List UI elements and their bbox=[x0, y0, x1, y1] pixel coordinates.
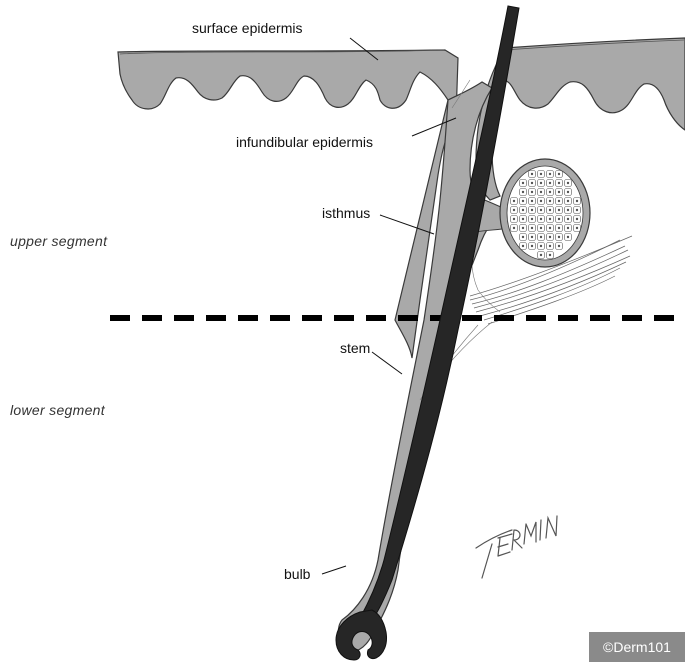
sebocyte-nucleus bbox=[567, 236, 569, 238]
artist-signature bbox=[476, 516, 557, 578]
sebocyte-nucleus bbox=[549, 209, 551, 211]
sebocyte-nucleus bbox=[531, 173, 533, 175]
sebocyte-nucleus bbox=[567, 182, 569, 184]
sebocyte-nucleus bbox=[540, 182, 542, 184]
sebocyte-nucleus bbox=[549, 191, 551, 193]
sebocyte-nucleus bbox=[540, 173, 542, 175]
sebocyte-nucleus bbox=[522, 227, 524, 229]
sebocyte-nucleus bbox=[522, 236, 524, 238]
sebocyte-nucleus bbox=[522, 209, 524, 211]
sebocyte-nucleus bbox=[567, 218, 569, 220]
sebocyte-nucleus bbox=[549, 218, 551, 220]
sebocyte-nucleus bbox=[513, 200, 515, 202]
label-lower-segment: lower segment bbox=[10, 402, 105, 418]
sebocyte-nucleus bbox=[540, 209, 542, 211]
label-stem: stem bbox=[340, 340, 370, 356]
label-bulb: bulb bbox=[284, 566, 310, 582]
sebocyte-nucleus bbox=[531, 200, 533, 202]
sebocyte-nucleus bbox=[513, 209, 515, 211]
copyright-badge: ©Derm101 bbox=[589, 632, 685, 662]
leader-bulb bbox=[322, 566, 346, 574]
sebocyte-nucleus bbox=[558, 200, 560, 202]
sebaceous-gland-inner bbox=[507, 166, 583, 260]
sebocyte-nucleus bbox=[522, 200, 524, 202]
sebocyte-nucleus bbox=[576, 200, 578, 202]
sebocyte-nucleus bbox=[558, 245, 560, 247]
leader-stem bbox=[372, 352, 402, 374]
sebocyte-nucleus bbox=[531, 218, 533, 220]
sebocyte-nucleus bbox=[513, 218, 515, 220]
sebocyte-nucleus bbox=[567, 227, 569, 229]
sebocyte-nucleus bbox=[558, 236, 560, 238]
sebocyte-nucleus bbox=[531, 191, 533, 193]
sebocyte-nucleus bbox=[558, 182, 560, 184]
sebocyte-nucleus bbox=[540, 200, 542, 202]
sebocyte-nucleus bbox=[549, 245, 551, 247]
sebocyte-nucleus bbox=[522, 245, 524, 247]
sebocyte-nucleus bbox=[522, 182, 524, 184]
sebocyte-nucleus bbox=[558, 173, 560, 175]
follicle-sheath bbox=[338, 82, 492, 652]
sebocyte-nucleus bbox=[540, 227, 542, 229]
sebocyte-nucleus bbox=[576, 218, 578, 220]
sebocyte-nucleus bbox=[576, 227, 578, 229]
sebocyte-nucleus bbox=[576, 209, 578, 211]
sebocyte-nucleus bbox=[549, 200, 551, 202]
sebocyte-nucleus bbox=[549, 173, 551, 175]
sebocyte-nucleus bbox=[558, 227, 560, 229]
sebocyte-nucleus bbox=[549, 227, 551, 229]
sebocyte-nucleus bbox=[531, 182, 533, 184]
sebocyte-nucleus bbox=[531, 227, 533, 229]
sebocyte-nucleus bbox=[558, 191, 560, 193]
surface-epidermis-left bbox=[118, 50, 458, 358]
sebocyte-nucleus bbox=[522, 191, 524, 193]
sebocyte-nucleus bbox=[567, 191, 569, 193]
sebocyte-nucleus bbox=[558, 218, 560, 220]
sebocyte-nucleus bbox=[531, 245, 533, 247]
sebocyte-nucleus bbox=[531, 209, 533, 211]
sebocyte-nucleus bbox=[540, 236, 542, 238]
sebocyte-nucleus bbox=[531, 236, 533, 238]
label-infundibular-epidermis: infundibular epidermis bbox=[236, 134, 373, 150]
sebocyte-nucleus bbox=[549, 254, 551, 256]
sebocyte-nucleus bbox=[558, 209, 560, 211]
sebocyte-nucleus bbox=[540, 218, 542, 220]
label-surface-epidermis: surface epidermis bbox=[192, 20, 303, 36]
sebocyte-nucleus bbox=[522, 218, 524, 220]
sebocyte-nucleus bbox=[540, 254, 542, 256]
sebocyte-nucleus bbox=[549, 236, 551, 238]
sebocyte-nucleus bbox=[540, 245, 542, 247]
label-isthmus: isthmus bbox=[322, 205, 370, 221]
sebocyte-nucleus bbox=[567, 200, 569, 202]
label-upper-segment: upper segment bbox=[10, 233, 107, 249]
sebocyte-nucleus bbox=[549, 182, 551, 184]
sebocyte-nucleus bbox=[513, 227, 515, 229]
sebocyte-nucleus bbox=[567, 209, 569, 211]
sebocyte-nucleus bbox=[540, 191, 542, 193]
